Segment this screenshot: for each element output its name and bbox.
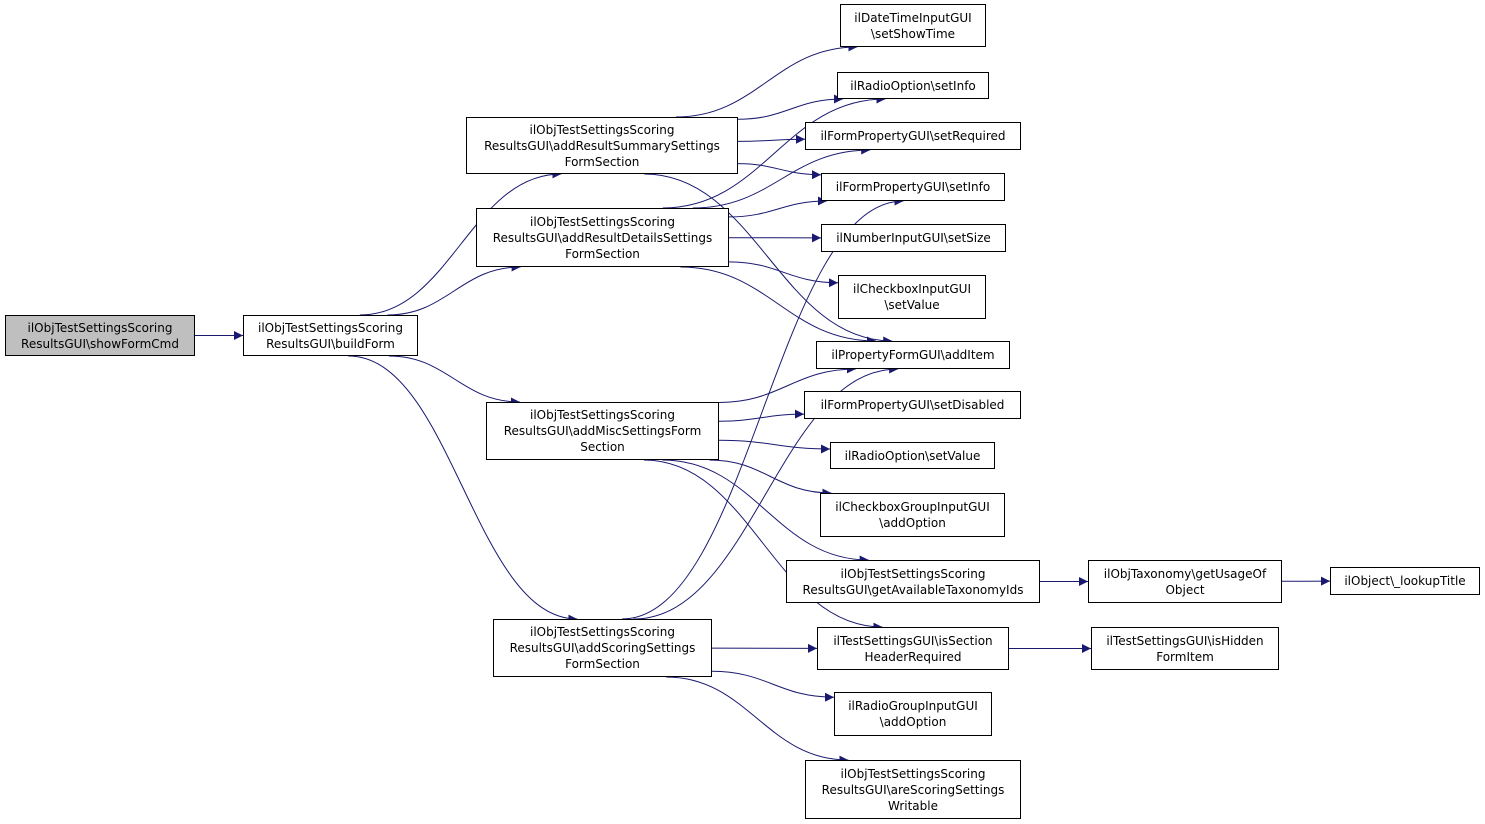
node-label-line: ilObjTestSettingsScoring (27, 320, 173, 335)
node-label-line: ResultsGUI\buildForm (266, 336, 395, 351)
node-label-line: FormSection (565, 246, 640, 261)
call-edge (348, 355, 578, 624)
call-edge (692, 145, 871, 209)
node-label-line: Object (1165, 582, 1205, 597)
node-form-property-set-disabled[interactable]: ilFormPropertyGUI\setDisabled (804, 391, 1021, 419)
node-number-input-set-size[interactable]: ilNumberInputGUI\setSize (821, 224, 1006, 252)
node-label-line: \setShowTime (870, 26, 956, 41)
node-label-line: ResultsGUI\showFormCmd (21, 336, 179, 351)
call-edge (718, 409, 805, 422)
call-edge (662, 459, 869, 565)
node-form-property-set-info[interactable]: ilFormPropertyGUI\setInfo (821, 173, 1005, 201)
node-label-line: FormSection (564, 154, 640, 169)
node-label-line: ResultsGUI\addMiscSettingsForm (503, 424, 702, 438)
node-label-line: ilPropertyFormGUI\addItem (831, 348, 995, 362)
node-checkbox-group-add-option[interactable]: ilCheckboxGroupInputGUI \addOption (820, 493, 1005, 537)
node-label-line: ResultsGUI\addScoringSettings (509, 641, 696, 655)
call-edge (718, 439, 831, 454)
node-radio-group-add-option[interactable]: ilRadioGroupInputGUI \addOption (834, 692, 992, 736)
call-edge (737, 94, 844, 120)
node-label-line: ilObjTestSettingsScoring (258, 320, 403, 335)
node-property-form-add-item[interactable]: ilPropertyFormGUI\addItem (816, 341, 1010, 369)
node-label-line: ResultsGUI\areScoringSettings (821, 782, 1005, 797)
node-label-line: ilObjTestSettingsScoring (530, 625, 675, 639)
call-edge (709, 459, 832, 498)
call-edge (644, 173, 893, 346)
call-edge (662, 94, 886, 209)
call-edge (737, 163, 822, 180)
node-label-line: ilRadioOption\setInfo (850, 78, 976, 93)
call-edge (633, 364, 899, 620)
node-label-line: ilRadioGroupInputGUI (848, 699, 978, 713)
node-object-lookup-title[interactable]: ilObject\_lookupTitle (1330, 567, 1480, 595)
node-label-line: Section (580, 440, 625, 454)
node-label-line: FormSection (565, 657, 640, 671)
node-label-line: ilDateTimeInputGUI (854, 10, 972, 25)
call-edge (387, 262, 521, 316)
node-label-line: Writable (888, 798, 938, 813)
node-label-line: ilObjTaxonomy\getUsageOf (1103, 566, 1267, 581)
node-label-line: ilFormPropertyGUI\setInfo (835, 180, 991, 194)
call-edge (643, 459, 883, 632)
node-label-line: FormItem (1156, 649, 1214, 664)
node-label-line: ilObjTestSettingsScoring (530, 408, 675, 422)
node-label-line: ResultsGUI\addResultDetailsSettings (492, 230, 713, 245)
node-form-property-set-required[interactable]: ilFormPropertyGUI\setRequired (805, 122, 1021, 150)
call-edge (622, 196, 904, 620)
call-edge (680, 266, 877, 346)
call-edge (718, 364, 856, 403)
call-edge (359, 169, 562, 316)
node-label-line: ilRadioOption\setValue (844, 448, 981, 463)
node-label-line: ilObjTestSettingsScoring (530, 214, 675, 229)
node-label-line: HeaderRequired (864, 649, 962, 664)
call-edge (675, 42, 858, 118)
call-edge (388, 355, 520, 407)
node-label-line: ResultsGUI\addResultSummarySettings (484, 138, 720, 153)
node-label-line: ilObjTestSettingsScoring (840, 566, 986, 581)
node-label-line: ilFormPropertyGUI\setDisabled (820, 398, 1005, 412)
node-label-line: \setValue (884, 298, 940, 312)
call-edge (711, 670, 835, 702)
node-label-line: ilObject\_lookupTitle (1344, 574, 1466, 588)
call-edge (666, 676, 849, 765)
node-label-line: ilNumberInputGUI\setSize (836, 231, 991, 245)
node-label-line: \addOption (879, 516, 946, 530)
node-label-line: ResultsGUI\getAvailableTaxonomyIds (802, 582, 1024, 597)
node-checkbox-input-set-value[interactable]: ilCheckboxInputGUI \setValue (838, 275, 986, 319)
node-label-line: \addOption (879, 715, 947, 729)
node-label-line: ilTestSettingsGUI\isHidden (1106, 633, 1264, 648)
node-label-line: ilFormPropertyGUI\setRequired (820, 129, 1006, 143)
call-edge (728, 196, 827, 218)
node-radio-option-set-value[interactable]: ilRadioOption\setValue (830, 442, 995, 469)
node-label-line: ilObjTestSettingsScoring (529, 122, 675, 137)
node-label-line: ilTestSettingsGUI\isSection (833, 633, 993, 648)
node-datetime-set-show-time[interactable]: ilDateTimeInputGUI\setShowTime (840, 4, 986, 47)
node-label-line: ilCheckboxGroupInputGUI (835, 500, 990, 514)
node-radio-option-set-info[interactable]: ilRadioOption\setInfo (837, 72, 989, 99)
call-edge (728, 261, 839, 288)
call-edge (737, 134, 806, 144)
node-label-line: ilObjTestSettingsScoring (840, 766, 986, 781)
node-label-line: ilCheckboxInputGUI (853, 282, 971, 296)
